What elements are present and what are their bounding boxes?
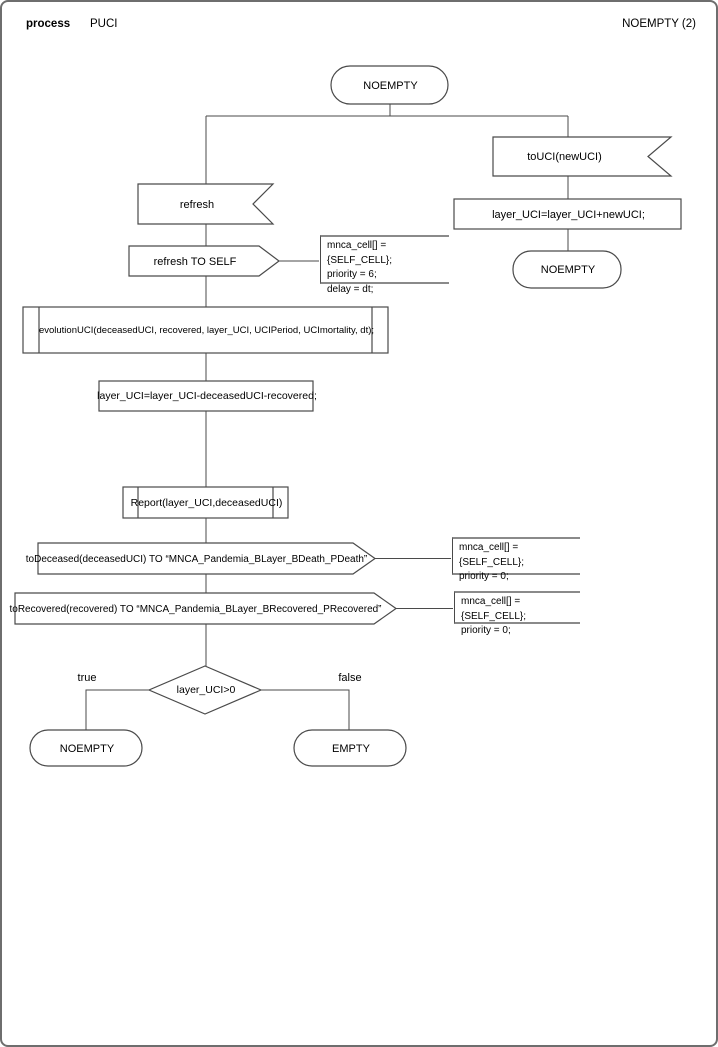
output-refresh-shape [128,245,280,277]
branch-label-true: true [77,672,97,684]
proc-report-bars [137,487,274,518]
header-page-label: NOEMPTY (2) [622,18,696,30]
header-process-name: PUCI [90,18,118,30]
state-noempty-true[interactable]: NOEMPTY [59,742,115,755]
state-empty-false[interactable]: EMPTY [332,742,370,755]
task-add[interactable]: layer_UCI=layer_UCI+newUCI; [492,208,645,221]
output-todeceased[interactable]: toDeceased(deceasedUCI) TO “MNCA_Pandemi… [25,554,368,565]
comment-todeceased-params[interactable]: mnca_cell[] = {SELF_CELL}; priority = 0; [452,537,580,582]
input-refresh-shape [137,183,275,225]
procedure-evolutionuci[interactable]: evolutionUCI(deceasedUCI, recovered, lay… [38,324,375,336]
output-todeceased-shape [37,542,377,575]
comment-torecovered-params[interactable]: mnca_cell[] = {SELF_CELL}; priority = 0; [454,591,580,636]
proc-evolution-bars [38,307,373,353]
task-add-shape [453,198,682,230]
output-refresh-to-self[interactable]: refresh TO SELF [153,255,237,268]
input-touci-shape [492,136,673,177]
decision-shape [147,665,263,715]
header-kind-label: process [26,18,71,30]
state-noempty-right-shape [512,250,622,289]
decision-layer-uci[interactable]: layer_UCI>0 [176,684,236,697]
state-start-shape [330,65,449,105]
procedure-report[interactable]: Report(layer_UCI,deceasedUCI) [130,496,283,509]
state-start[interactable]: NOEMPTY [363,79,418,92]
state-noempty-right[interactable]: NOEMPTY [540,264,596,277]
comment-refresh-params[interactable]: mnca_cell[] = {SELF_CELL}; priority = 6;… [320,235,449,295]
flow-connectors [85,104,569,730]
state-noempty-true-shape [29,729,143,767]
task-update-shape [98,380,314,412]
proc-evolution-shape [22,306,389,354]
state-empty-shape [293,729,407,767]
branch-label-false: false [338,672,362,684]
output-torecovered[interactable]: toRecovered(recovered) TO “MNCA_Pandemia… [9,604,382,615]
proc-report-shape [122,486,289,519]
input-refresh[interactable]: refresh [179,198,215,211]
input-touci[interactable]: toUCI(newUCI) [527,151,602,164]
output-torecovered-shape [14,592,398,625]
task-update-layer-uci[interactable]: layer_UCI=layer_UCI-deceasedUCI-recovere… [97,390,317,403]
